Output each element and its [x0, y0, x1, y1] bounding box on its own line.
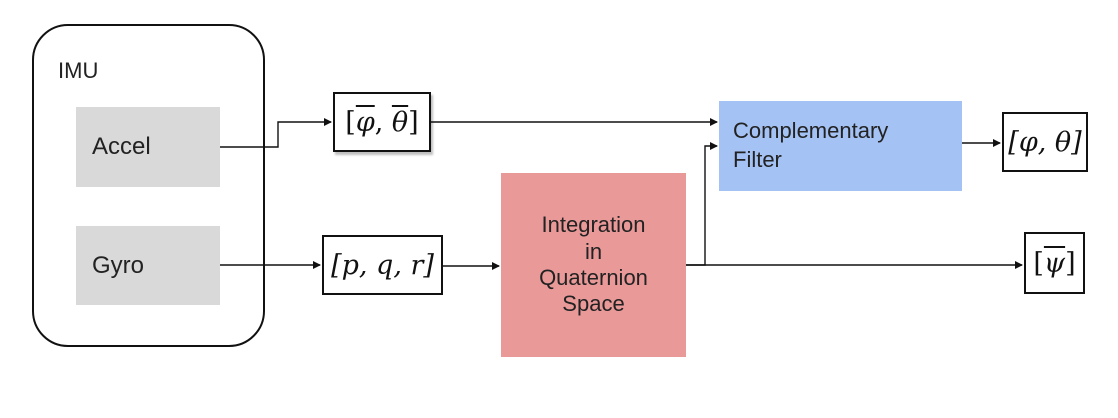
wire-accel-to-signal: [220, 118, 332, 148]
filtered-angles-label: [φ, θ]: [1008, 126, 1082, 158]
accel-open-bracket: [: [345, 106, 356, 138]
wire-integration-to-filter: [686, 142, 718, 266]
gyro-rates: [p, q, r]: [322, 235, 443, 295]
complementary-filter-block: Complementary Filter: [719, 101, 962, 191]
integration-line-3: Quaternion: [539, 265, 648, 290]
accel-angle-estimate: [ φ , θ ]: [333, 92, 431, 152]
accel-phi-bar: φ: [355, 106, 375, 138]
gyro-rates-label: [p, q, r]: [331, 249, 434, 281]
gyro-sensor-block: Gyro: [76, 226, 220, 305]
integration-block: Integration in Quaternion Space: [501, 173, 686, 357]
imu-container: [32, 24, 265, 347]
integration-line-2: in: [584, 238, 603, 264]
yaw-estimate-output: [ ψ ]: [1024, 232, 1085, 294]
accel-label: Accel: [92, 133, 151, 160]
filter-line-1: Complementary: [733, 118, 889, 144]
integration-line-4: Space: [562, 291, 625, 317]
gyro-label: Gyro: [92, 251, 145, 279]
filter-line-2: Filter: [733, 147, 782, 172]
yaw-psi-bar: ψ: [1043, 247, 1066, 279]
accel-theta-bar: θ: [391, 106, 409, 138]
integration-line-1: Integration: [541, 212, 646, 238]
accel-sensor-block: Accel: [76, 107, 220, 187]
imu-label: IMU: [58, 58, 99, 83]
yaw-close-bracket: ]: [1065, 247, 1076, 279]
filtered-angles-output: [φ, θ]: [1002, 112, 1088, 172]
accel-close-bracket: ]: [408, 106, 419, 138]
accel-separator: ,: [374, 106, 392, 138]
yaw-open-bracket: [: [1033, 247, 1044, 279]
